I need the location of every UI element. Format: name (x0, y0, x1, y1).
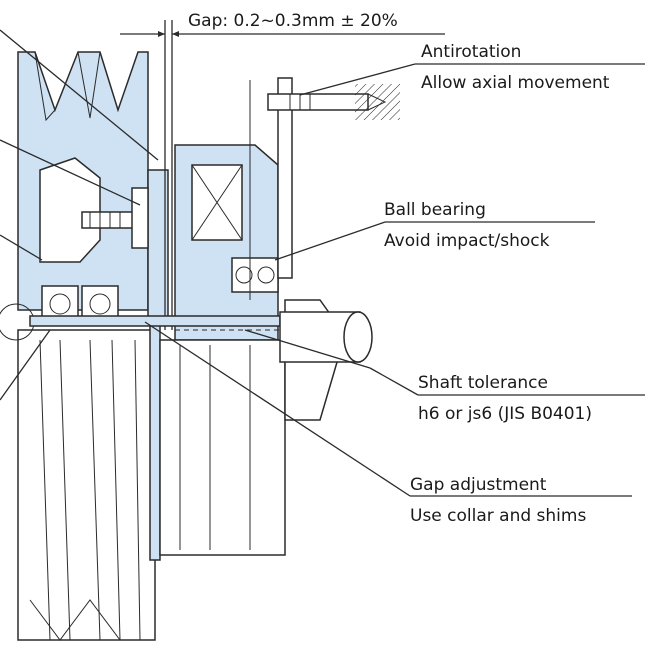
antirotation-bracket (249, 77, 400, 300)
clutch-body (174, 144, 279, 341)
gap-indicator (120, 20, 445, 330)
shaft-tolerance-note: h6 or js6 (JIS B0401) (418, 404, 592, 424)
shaft (29, 311, 373, 363)
antirotation-note: Allow axial movement (421, 73, 610, 93)
ball-bearing-note: Avoid impact/shock (384, 231, 550, 251)
shaft-tolerance-title: Shaft tolerance (418, 373, 548, 393)
gap-spec-label: Gap: 0.2~0.3mm ± 20% (188, 11, 398, 31)
gap-adjustment-title: Gap adjustment (410, 475, 547, 495)
ball-bearing-title: Ball bearing (384, 200, 486, 220)
antirotation-title: Antirotation (421, 42, 521, 62)
leader-lines (0, 29, 645, 497)
gap-adjustment-note: Use collar and shims (410, 506, 586, 526)
pulley-upper (17, 51, 149, 311)
armature-hub (131, 169, 169, 561)
pulley-lower (17, 329, 156, 641)
